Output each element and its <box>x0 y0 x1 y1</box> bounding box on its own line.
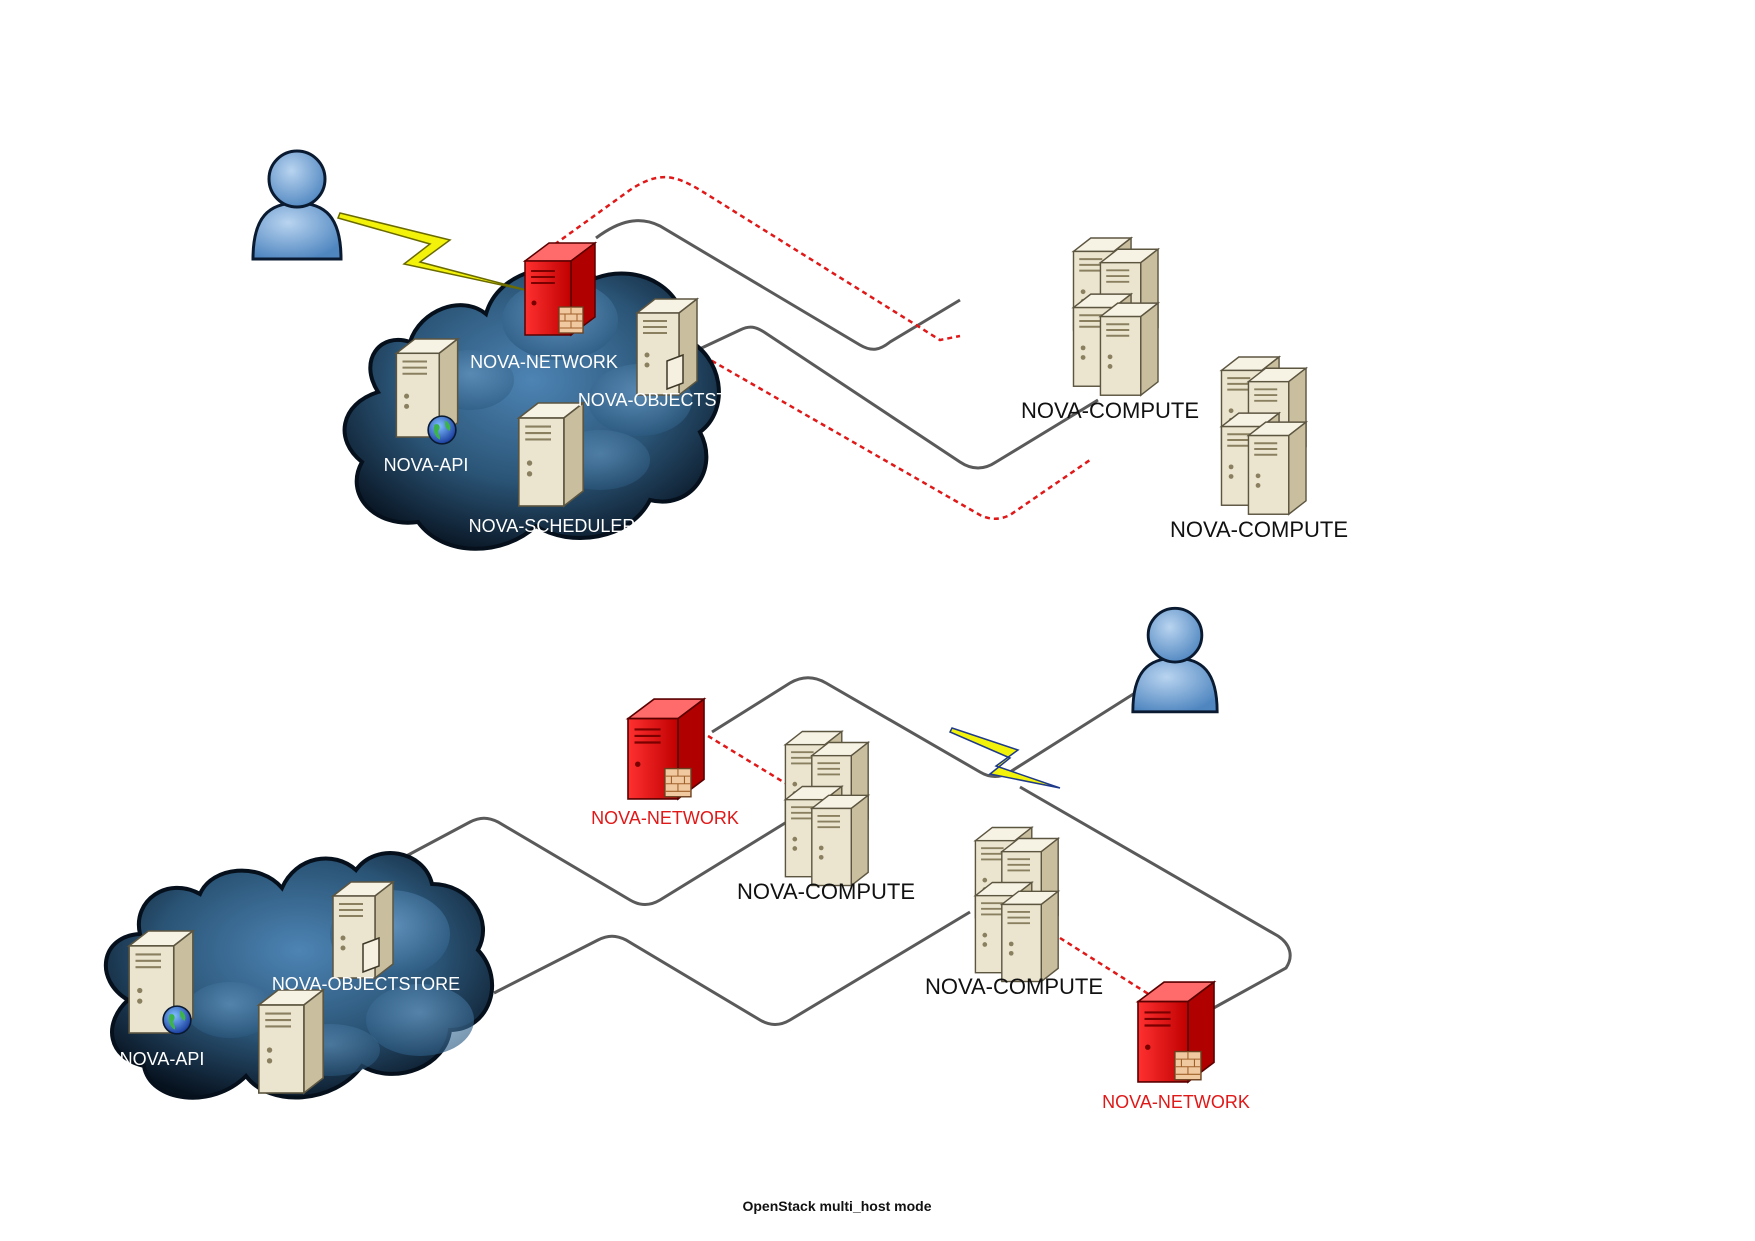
label-nova-api-top: NOVA-API <box>384 455 469 475</box>
wire-top-2 <box>675 325 1099 470</box>
nova-compute-node-bottom-1[interactable] <box>785 732 868 886</box>
top-diagram: NOVA-NETWORK NOVA-OBJECTSTORE NOVA-API N… <box>251 149 1348 551</box>
label-nova-api-bottom: NOVA-API <box>120 1049 205 1069</box>
wire-top-1 <box>595 219 961 351</box>
nova-scheduler-server-bottom[interactable] <box>257 988 325 1095</box>
nova-objectstore-server-bottom[interactable] <box>333 882 393 978</box>
red-link-top-1 <box>539 175 961 342</box>
wire-bottom-3 <box>711 676 1136 778</box>
lightning-icon-top <box>336 212 535 293</box>
label-nova-scheduler-bottom: NOVA-SCHEDULER <box>207 1109 374 1129</box>
nova-compute-node-top-1[interactable] <box>1073 238 1158 395</box>
wire-bottom-2 <box>493 910 971 1026</box>
red-link-bottom-1 <box>707 734 791 788</box>
label-nova-compute-top-2: NOVA-COMPUTE <box>1170 517 1348 542</box>
label-nova-compute-bottom-1: NOVA-COMPUTE <box>737 879 915 904</box>
label-nova-scheduler-top: NOVA-SCHEDULER <box>469 516 636 536</box>
nova-network-server-top[interactable] <box>524 242 596 336</box>
label-nova-objectstore-bottom: NOVA-OBJECTSTORE <box>272 974 460 994</box>
label-nova-network-top: NOVA-NETWORK <box>470 352 618 372</box>
nova-scheduler-server-top[interactable] <box>517 401 585 508</box>
nova-compute-node-top-2[interactable] <box>1221 357 1306 514</box>
globe-icon-top <box>427 415 457 445</box>
red-link-top-2 <box>539 260 1091 520</box>
nova-objectstore-server-top[interactable] <box>637 299 697 395</box>
user-icon-bottom[interactable] <box>1131 606 1219 714</box>
label-nova-network-bottom-2: NOVA-NETWORK <box>1102 1092 1250 1112</box>
diagram-caption: OpenStack multi_host mode <box>742 1198 931 1214</box>
nova-network-server-bottom-2[interactable] <box>1136 980 1216 1084</box>
label-nova-compute-bottom-2: NOVA-COMPUTE <box>925 974 1103 999</box>
wire-bottom-4 <box>1019 785 1292 1012</box>
wire-bottom-1 <box>394 816 791 906</box>
label-nova-objectstore-top: NOVA-OBJECTSTORE <box>578 390 766 410</box>
nova-compute-node-bottom-2[interactable] <box>975 828 1058 982</box>
label-nova-compute-top-1: NOVA-COMPUTE <box>1021 398 1199 423</box>
bottom-diagram: NOVA-OBJECTSTORE NOVA-API NOVA-SCHEDULER… <box>103 606 1292 1129</box>
user-icon[interactable] <box>251 149 343 261</box>
nova-network-server-bottom-1[interactable] <box>626 697 706 801</box>
globe-icon-bottom <box>162 1005 192 1035</box>
lightning-icon-bottom <box>948 727 1061 789</box>
label-nova-network-bottom-1: NOVA-NETWORK <box>591 808 739 828</box>
